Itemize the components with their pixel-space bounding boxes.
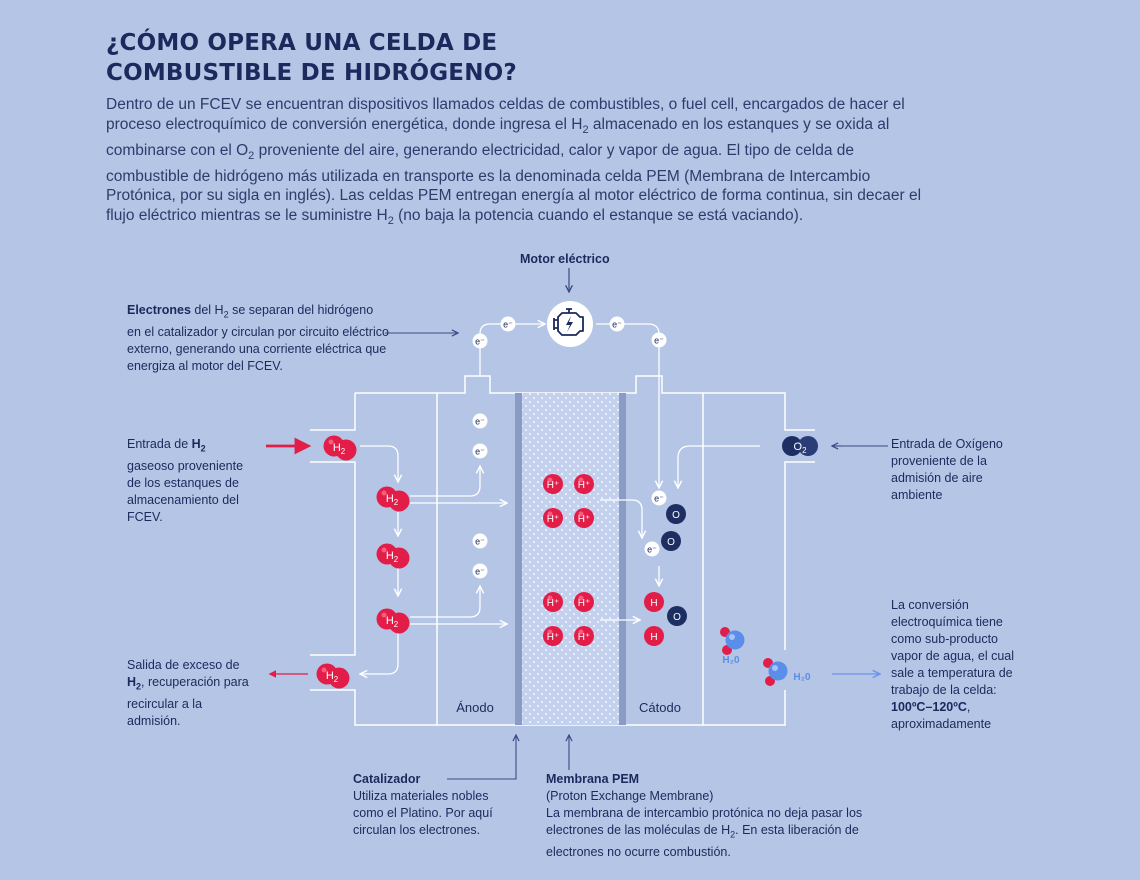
proton: H⁺: [574, 626, 594, 646]
engine-icon: [553, 308, 584, 336]
motor: [547, 268, 593, 347]
proton-label: H⁺: [578, 598, 591, 609]
electron-label: e⁻: [475, 447, 485, 457]
electron: e⁻: [472, 563, 488, 579]
water-molecule: H₂0: [720, 627, 745, 666]
electrones-label: Electrones del H2 se separan del hidróge…: [127, 303, 389, 373]
proton-label: H⁺: [547, 514, 560, 525]
proton-label: H⁺: [547, 480, 560, 491]
proton: H⁺: [574, 474, 594, 494]
h2-molecule: H2: [376, 543, 410, 569]
electron-label: e⁻: [654, 336, 664, 346]
proton: H⁺: [543, 592, 563, 612]
h2-molecule-inlet: H2: [323, 435, 357, 461]
h2-molecule: H2: [376, 608, 410, 634]
salida-h2-label: Salida de exceso de H2, recuperación par…: [127, 658, 249, 728]
proton: H⁺: [574, 592, 594, 612]
oxygen-label: O: [667, 537, 675, 548]
entrada-h2-label: Entrada de H2 gaseoso proveniente de los…: [127, 437, 244, 524]
electron-label: e⁻: [475, 417, 485, 427]
o2-molecule-inlet: O2: [782, 436, 818, 456]
hydrogen-label: H: [650, 598, 657, 609]
h2o-label: H₂0: [722, 655, 740, 666]
proton-label: H⁺: [578, 632, 591, 643]
title-line-1: ¿CÓMO OPERA UNA CELDA DE: [106, 30, 498, 56]
proton: H⁺: [574, 508, 594, 528]
proton-label: H⁺: [578, 480, 591, 491]
electron-marker: e⁻: [651, 332, 667, 348]
electron-label: e⁻: [503, 320, 513, 330]
proton-label: H⁺: [578, 514, 591, 525]
proton-label: H⁺: [547, 598, 560, 609]
oxygen-atom: O: [667, 606, 687, 626]
electron-label: e⁻: [612, 320, 622, 330]
catodo-label: Cátodo: [639, 700, 681, 715]
oxygen-atom: O: [666, 504, 686, 524]
water-molecule: H₂0: [763, 658, 811, 686]
h2o-label: H₂0: [793, 672, 811, 683]
electron-marker: e⁻: [472, 333, 488, 349]
hydrogen-atom: H: [644, 626, 664, 646]
electron-label: e⁻: [475, 537, 485, 547]
molecules: H2H2H2H2H2O2H⁺H⁺H⁺H⁺H⁺H⁺H⁺H⁺e⁻e⁻e⁻e⁻e⁻e⁻…: [316, 413, 818, 689]
electron: e⁻: [472, 413, 488, 429]
entrada-o2-label: Entrada de Oxígeno proveniente de la adm…: [891, 437, 1003, 502]
oxygen-atom: O: [661, 531, 681, 551]
electron-label: e⁻: [654, 494, 664, 504]
oxygen-label: O: [673, 612, 681, 623]
membrana-label: Membrana PEM(Proton Exchange Membrane)La…: [546, 772, 863, 859]
electron: e⁻: [644, 541, 660, 557]
flow-arrows: [360, 445, 760, 674]
proton: H⁺: [543, 626, 563, 646]
electron-marker: e⁻: [609, 316, 625, 332]
hydrogen-label: H: [650, 632, 657, 643]
intro-paragraph: Dentro de un FCEV se encuentran disposit…: [106, 96, 922, 228]
electron: e⁻: [472, 533, 488, 549]
pem-membrane: [515, 393, 626, 725]
oxygen-label: O: [672, 510, 680, 521]
h2-molecule-outlet: H2: [316, 663, 350, 689]
conversion-label: La conversión electroquímica tiene como …: [891, 598, 1015, 731]
circuit-electrons: e⁻ e⁻ e⁻ e⁻: [472, 316, 667, 349]
electron-label: e⁻: [475, 567, 485, 577]
proton: H⁺: [543, 474, 563, 494]
title-line-2: COMBUSTIBLE DE HIDRÓGENO?: [106, 60, 517, 86]
proton: H⁺: [543, 508, 563, 528]
electron-label: e⁻: [475, 337, 485, 347]
electron-marker: e⁻: [500, 316, 516, 332]
hydrogen-atom: H: [644, 592, 664, 612]
anodo-label: Ánodo: [456, 700, 494, 715]
h2-molecule: H2: [376, 486, 410, 512]
electron-label: e⁻: [647, 545, 657, 555]
motor-label: Motor eléctrico: [520, 252, 610, 266]
proton-label: H⁺: [547, 632, 560, 643]
cell-outline: [310, 375, 815, 726]
electron: e⁻: [651, 490, 667, 506]
page-title: ¿CÓMO OPERA UNA CELDA DE COMBUSTIBLE DE …: [106, 28, 517, 88]
electron: e⁻: [472, 443, 488, 459]
